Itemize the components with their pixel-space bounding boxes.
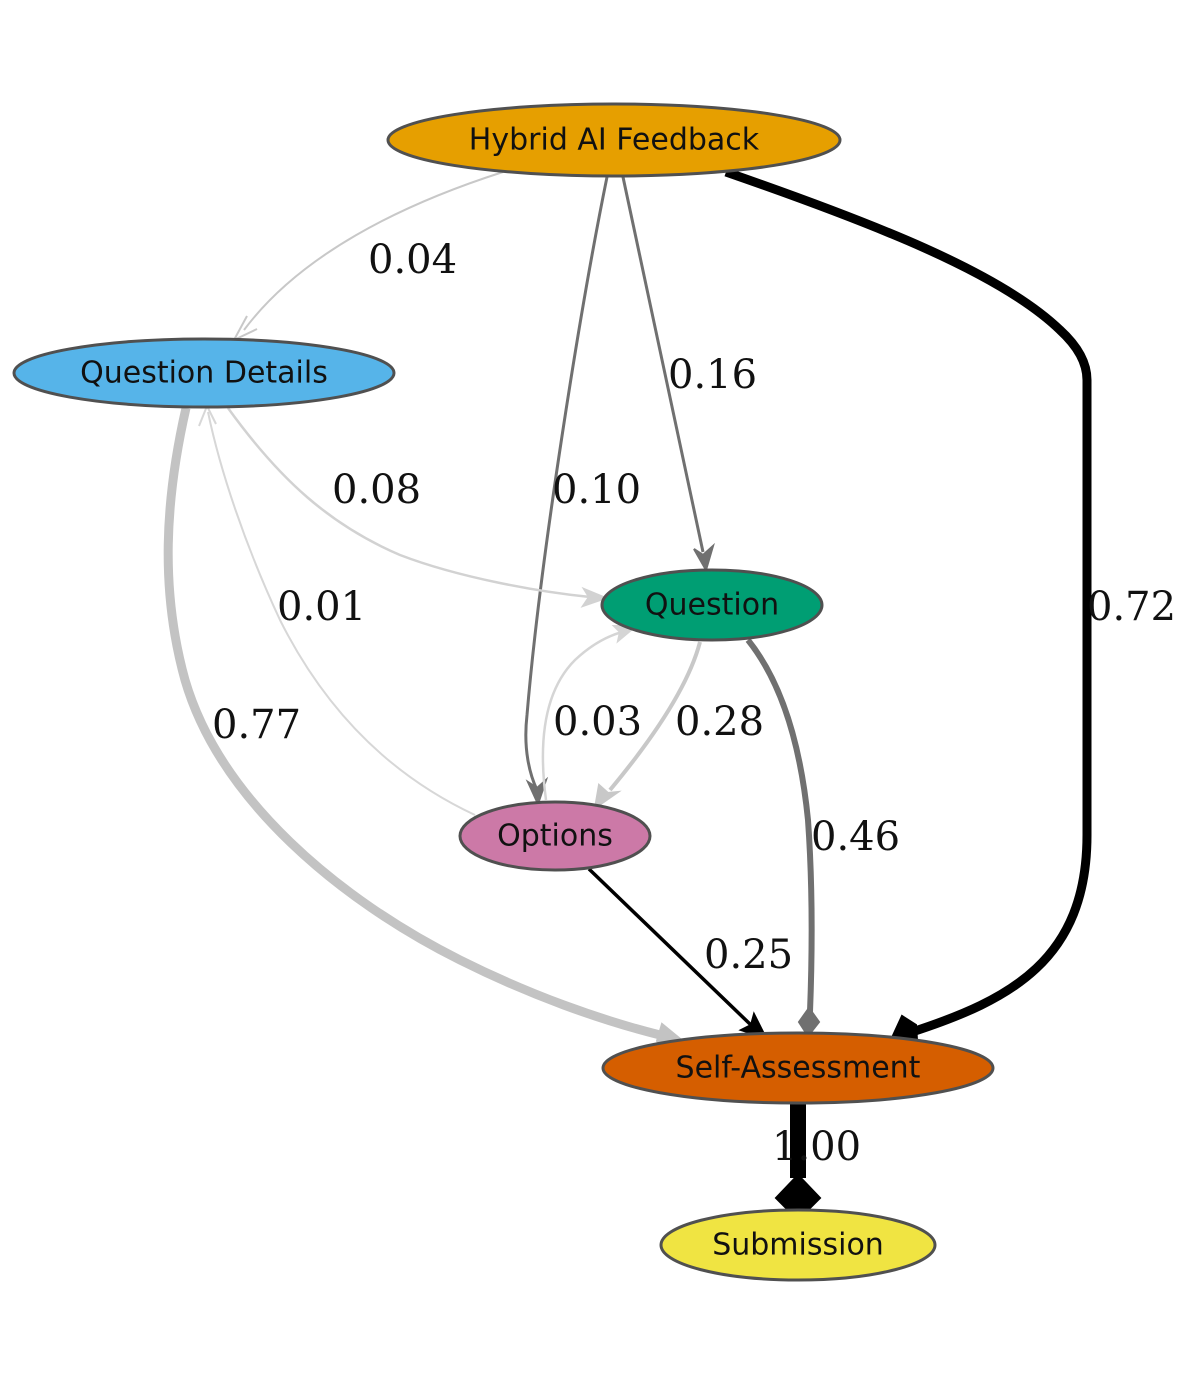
node-hybrid-ai-feedback: Hybrid AI Feedback [386,102,842,178]
edge-label-question-to-options: 0.28 [675,699,764,745]
edge-label-hybrid-to-self-assessment: 0.72 [1087,584,1176,630]
edge-label-question-details-to-question: 0.08 [332,467,421,513]
node-question: Question [600,568,824,642]
node-shape [659,1208,937,1282]
node-shape [600,568,824,642]
edge-hybrid-to-question [621,176,715,573]
node-label: Options [497,819,613,854]
node-label: Question [645,588,779,623]
edge-label-options-to-self-assessment: 0.25 [704,932,793,978]
edge-question-to-self-assessment [745,638,821,1038]
node-label: Hybrid AI Feedback [469,123,760,158]
edge-label-hybrid-to-question: 0.16 [668,352,757,398]
edge-label-self-assessment-to-submission: 1.00 [772,1124,861,1170]
node-question-details: Question Details [12,337,396,409]
node-label: Submission [712,1228,884,1263]
node-label: Question Details [80,356,328,391]
node-shape [12,337,396,409]
node-label: Self-Assessment [676,1051,921,1086]
node-shape [458,800,652,872]
node-shape [386,102,842,178]
node-submission: Submission [659,1208,937,1282]
edge-label-hybrid-to-question-details: 0.04 [368,237,457,283]
edge-label-question-details-to-self-assessment: 0.77 [212,702,301,748]
edge-question-details-to-question [226,407,609,608]
edge-question-to-options [593,641,702,811]
node-self-assessment: Self-Assessment [601,1031,995,1105]
edge-label-question-to-self-assessment: 0.46 [811,814,900,860]
edge-label-options-to-question-details: 0.01 [277,584,366,630]
node-options: Options [458,800,652,872]
edge-label-options-to-question: 0.03 [553,699,642,745]
edge-label-hybrid-to-options: 0.10 [552,467,641,513]
node-shape [601,1031,995,1105]
edge-options-to-question-details [198,405,476,816]
